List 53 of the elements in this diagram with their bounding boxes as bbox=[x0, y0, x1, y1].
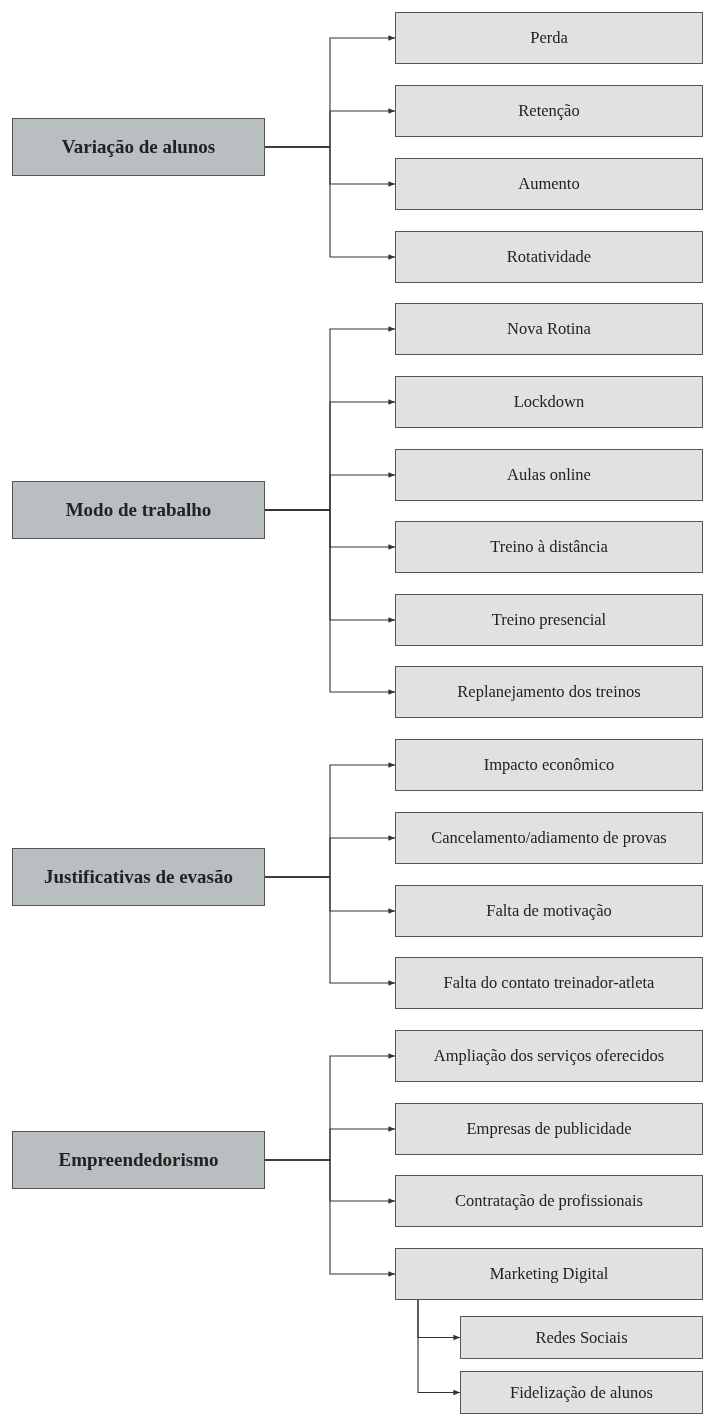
box-label: Redes Sociais bbox=[535, 1327, 628, 1348]
subcategory-box bbox=[395, 957, 703, 1009]
category-box bbox=[12, 1131, 265, 1189]
subcategory-box bbox=[395, 885, 703, 937]
box-label: Ampliação dos serviços oferecidos bbox=[433, 1046, 665, 1066]
subcategory-box bbox=[395, 158, 703, 210]
box-label: Treino à distância bbox=[490, 537, 608, 557]
box-label: Aumento bbox=[518, 174, 580, 194]
box-label: Contratação de profissionais bbox=[455, 1191, 643, 1211]
subcategory-box bbox=[395, 521, 703, 573]
subcategory-box bbox=[395, 594, 703, 646]
box-label: Nova Rotina bbox=[507, 319, 591, 339]
box-label: Retenção bbox=[518, 101, 580, 121]
subcategory-box bbox=[395, 85, 703, 137]
box-label: Modo de trabalho bbox=[65, 499, 212, 521]
box-label: Fidelização de alunos bbox=[510, 1382, 653, 1403]
box-label: Empreendedorismo bbox=[58, 1149, 219, 1171]
subcategory-box bbox=[395, 1030, 703, 1082]
box-label: Variação de alunos bbox=[61, 136, 216, 158]
box-label: Falta do contato treinador-atleta bbox=[443, 973, 655, 993]
subcategory-box bbox=[395, 303, 703, 355]
subcategory-box bbox=[395, 1248, 703, 1300]
subcategory-box bbox=[395, 12, 703, 64]
box-label: Perda bbox=[530, 28, 568, 48]
subcategory-box bbox=[460, 1316, 703, 1359]
arrow bbox=[264, 876, 396, 986]
subcategory-box bbox=[395, 739, 703, 791]
subcategory-box bbox=[395, 1103, 703, 1155]
box-label: Justificativas de evasão bbox=[44, 866, 233, 888]
box-label: Falta de motivação bbox=[486, 901, 612, 921]
subcategory-box bbox=[395, 812, 703, 864]
box-label: Empresas de publicidade bbox=[466, 1119, 632, 1139]
box-label: Impacto econômico bbox=[483, 755, 615, 775]
arrow bbox=[417, 1299, 461, 1396]
box-label: Lockdown bbox=[513, 392, 585, 412]
box-label: Rotatividade bbox=[506, 247, 592, 267]
box-label: Replanejamento dos treinos bbox=[457, 682, 641, 702]
arrow bbox=[264, 1159, 396, 1277]
box-label: Cancelamento/adiamento de provas bbox=[431, 828, 667, 848]
box-label: Treino presencial bbox=[491, 610, 607, 630]
box-label: Marketing Digital bbox=[489, 1264, 609, 1284]
subcategory-box bbox=[395, 1175, 703, 1227]
subcategory-box bbox=[395, 449, 703, 501]
box-label: Aulas online bbox=[507, 465, 591, 485]
arrow bbox=[264, 146, 396, 260]
arrow bbox=[264, 509, 396, 695]
subcategory-box bbox=[395, 376, 703, 428]
category-box bbox=[12, 118, 265, 176]
subcategory-box bbox=[395, 231, 703, 283]
category-box bbox=[12, 848, 265, 906]
category-box bbox=[12, 481, 265, 539]
subcategory-box bbox=[460, 1371, 703, 1414]
subcategory-box bbox=[395, 666, 703, 718]
